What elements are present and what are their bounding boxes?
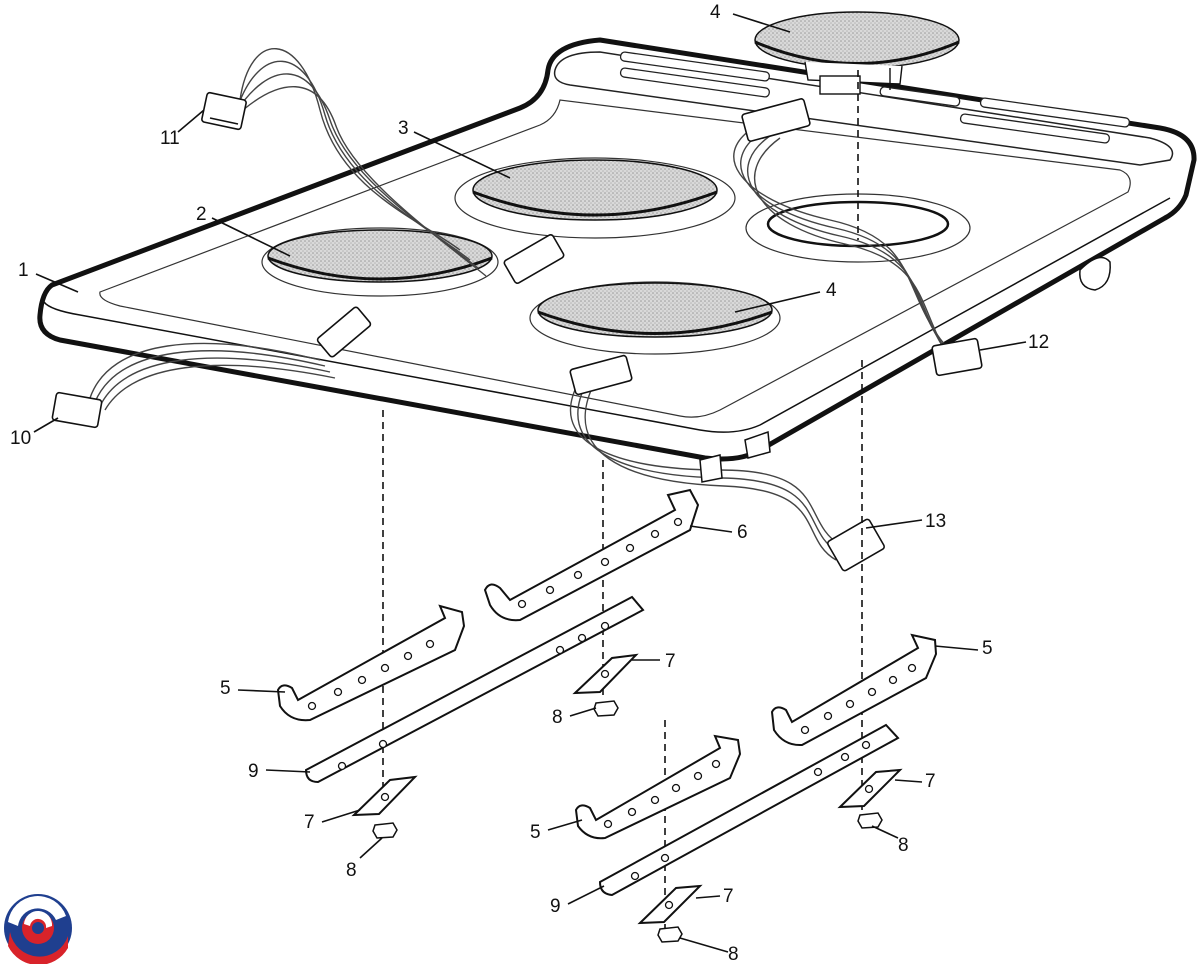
hob-burner-4-front [529, 281, 781, 355]
callout-leaders [33, 13, 1027, 953]
connector-burner-2 [503, 234, 565, 284]
hex-nuts-8 [372, 700, 883, 943]
connector-12 [931, 337, 983, 377]
callout-8-bottom: 8 [728, 944, 739, 964]
callout-labels: 1 2 3 4 4 5 5 5 6 7 7 7 7 8 8 8 8 9 9 10… [10, 2, 1049, 964]
callout-11: 11 [160, 128, 180, 149]
bracket-6 [483, 488, 700, 622]
support-strip-9-right [598, 723, 900, 897]
brand-swirl-logo [4, 894, 72, 964]
connector-13 [827, 518, 885, 572]
callout-5-right: 5 [982, 638, 993, 659]
callout-4-top: 4 [710, 2, 721, 23]
bracket-5-left [276, 604, 466, 722]
clamp-plate-7-mid [572, 653, 639, 695]
callout-5-lower: 5 [530, 822, 541, 843]
callout-7-left: 7 [304, 812, 315, 833]
connector-13-inline [569, 354, 633, 396]
callout-3: 3 [398, 118, 409, 139]
callout-8-right: 8 [898, 835, 909, 856]
callout-12: 12 [1028, 332, 1049, 353]
callout-9-left: 9 [248, 761, 259, 782]
clamp-plate-7-bottom [637, 884, 703, 925]
connector-10-inline [316, 306, 372, 358]
callout-8-left: 8 [346, 860, 357, 881]
callout-4-mid: 4 [826, 280, 837, 301]
rear-vent-slots [619, 51, 1130, 144]
callout-8-mid: 8 [552, 707, 563, 728]
callout-7-mid: 7 [665, 651, 676, 672]
callout-2: 2 [196, 204, 207, 225]
callout-13: 13 [925, 511, 946, 532]
callout-6: 6 [737, 522, 748, 543]
callout-5-left: 5 [220, 678, 231, 699]
hob-burner-2 [261, 227, 499, 297]
bracket-5-lower [574, 734, 742, 840]
clamp-plate-7-right [837, 768, 903, 809]
hob-burner-4-exploded [754, 11, 960, 95]
callout-7-bottom: 7 [723, 886, 734, 907]
connector-12-upper [741, 98, 811, 142]
connector-10 [51, 391, 103, 429]
callout-1: 1 [18, 260, 29, 281]
bracket-5-right [770, 633, 938, 747]
callout-9-right: 9 [550, 896, 561, 917]
clamp-plate-7-left [351, 775, 418, 817]
callout-7-right: 7 [925, 771, 936, 792]
hob-burner-3 [454, 157, 736, 239]
connector-11 [201, 91, 247, 131]
callout-10: 10 [10, 428, 31, 449]
wire-connectors [51, 91, 983, 572]
support-strip-9-left [304, 595, 645, 784]
